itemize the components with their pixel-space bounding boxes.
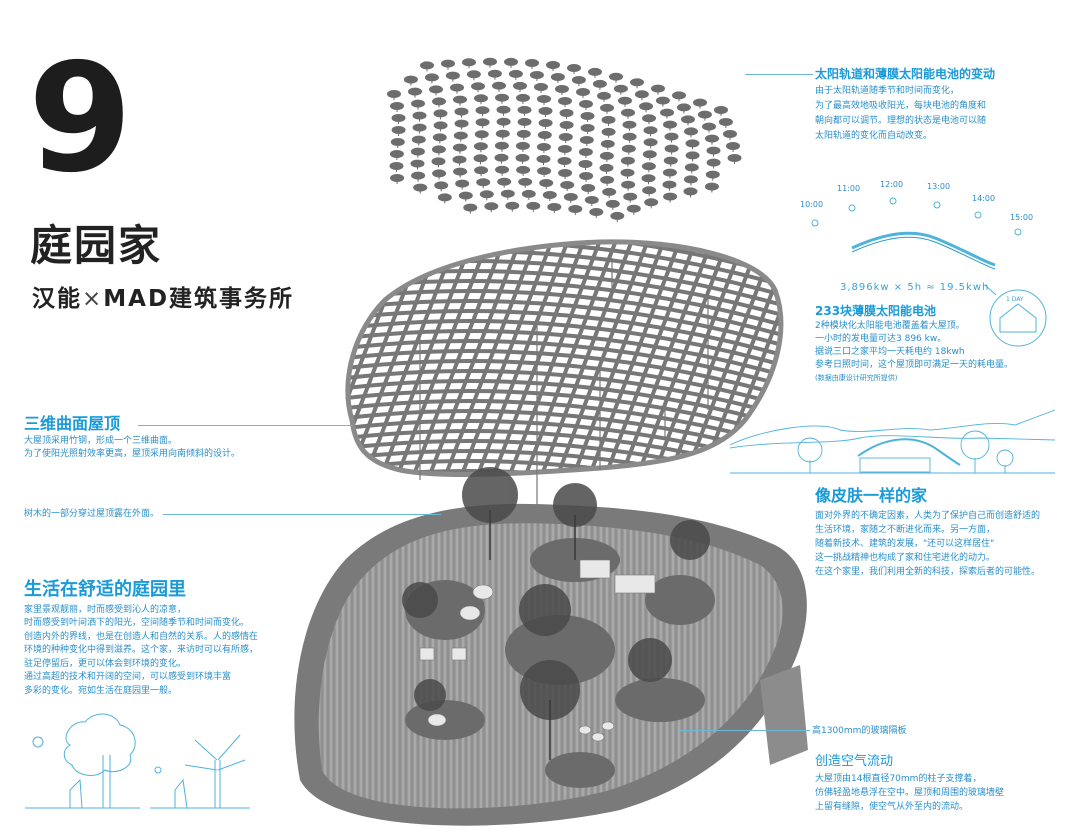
skin-home-heading: 像皮肤一样的家: [815, 486, 928, 505]
page-subtitle: 汉能×MAD建筑事务所: [32, 288, 294, 311]
sun-time-1100: 11:00: [837, 184, 861, 193]
one-day-label: 1 DAY: [1006, 296, 1024, 303]
text-line: 家里景观靓丽，时而感受到沁人的凉意，: [24, 604, 187, 615]
text-line: 随着新技术、建筑的发展，"还可以这样居住": [815, 538, 995, 549]
text-line: 据说三口之家平均一天耗电约 18kwh: [815, 347, 965, 358]
subtitle-brand: 汉能: [32, 286, 82, 312]
text-line: 由于太阳轨道随季节和时间而变化，: [815, 86, 960, 97]
text-line: 为了最高效地吸收阳光，每块电池的角度和: [815, 101, 987, 112]
subtitle-firm: MAD建筑事务所: [103, 286, 295, 312]
curved-roof-heading: 三维曲面屋顶: [24, 414, 121, 433]
page-title: 庭园家: [30, 221, 163, 270]
garden-living-body: 家里景观靓丽，时而感受到沁人的凉意， 时而感受到叶间洒下的阳光，空间随季节和时间…: [24, 604, 314, 699]
curved-roof-block: 三维曲面屋顶 大屋顶采用竹钢，形成一个三维曲面。 为了使阳光照射效率更高，屋顶采…: [24, 415, 344, 461]
subtitle-cross: ×: [82, 286, 104, 312]
text-line: 这一挑战精神也构成了家和住宅进化的动力。: [815, 552, 996, 563]
solar-tracking-body: 由于太阳轨道随季节和时间而变化， 为了最高效地吸收阳光，每块电池的角度和 朝向都…: [815, 84, 1075, 144]
leader-tree-roof: [163, 514, 441, 515]
energy-formula: 3,896kw × 5h ≈ 19.5kwh: [840, 282, 990, 293]
sun-time-1400: 14:00: [972, 194, 996, 203]
text-line: 大屋顶采用竹钢，形成一个三维曲面。: [24, 435, 178, 446]
sun-time-1500: 15:00: [1010, 213, 1034, 222]
page-number: 9: [28, 32, 132, 206]
text-line: 创造内外的界线，也是在创造人和自然的关系。人的感情在: [24, 631, 259, 642]
text-line: 时而感受到叶间洒下的阳光，空间随季节和时间而变化。: [24, 618, 250, 629]
thin-film-body: 2种模块化太阳能电池覆盖着大屋顶。 一小时的发电量可达3 896 kw。 据说三…: [815, 320, 1075, 385]
thin-film-heading: 233块薄膜太阳能电池: [815, 304, 937, 318]
tree-through-roof-label: 树木的一部分穿过屋顶露在外面。: [24, 509, 160, 519]
sun-time-1000: 10:00: [800, 200, 824, 209]
leader-glass-partition: [680, 730, 810, 731]
text-line: 太阳轨道的变化而自动改变。: [815, 131, 933, 142]
solar-tracking-block: 太阳轨道和薄膜太阳能电池的变动 由于太阳轨道随季节和时间而变化， 为了最高效地吸…: [815, 67, 1075, 144]
leader-solar-tracking: [745, 74, 813, 75]
curved-roof-body: 大屋顶采用竹钢，形成一个三维曲面。 为了使阳光照射效率更高，屋顶采用向南倾斜的设…: [24, 435, 344, 461]
text-line: 生活环境，家随之不断进化而来。另一方面，: [815, 524, 996, 535]
text-line: 通过高超的技术和开阔的空间，可以感受到环境丰富: [24, 672, 232, 683]
text-line: 在这个家里，我们利用全新的科技，探索后者的可能性。: [815, 566, 1041, 577]
skin-home-body: 面对外界的不确定因素，人类为了保护自己而创造舒适的 生活环境，家随之不断进化而来…: [815, 509, 1075, 579]
solar-tracking-heading: 太阳轨道和薄膜太阳能电池的变动: [815, 67, 996, 81]
air-flow-heading: 创造空气流动: [815, 754, 894, 769]
text-line: 多彩的变化。宛如生活在庭园里一般。: [24, 685, 178, 696]
garden-living-block: 生活在舒适的庭园里 家里景观靓丽，时而感受到沁人的凉意， 时而感受到叶间洒下的阳…: [24, 580, 314, 698]
sun-time-1200: 12:00: [880, 180, 904, 189]
text-line: 一小时的发电量可达3 896 kw。: [815, 334, 947, 345]
glass-partition-label: 高1300mm的玻璃隔板: [812, 726, 907, 736]
air-flow-body: 大屋顶由14根直径70mm的柱子支撑着， 仿佛轻盈地悬浮在空中。屋顶和周围的玻璃…: [815, 772, 1080, 814]
garden-living-heading: 生活在舒适的庭园里: [24, 579, 186, 600]
text-line: 仿佛轻盈地悬浮在空中。屋顶和周围的玻璃墙壁: [815, 788, 1005, 799]
thin-film-block: 233块薄膜太阳能电池 2种模块化太阳能电池覆盖着大屋顶。 一小时的发电量可达3…: [815, 304, 1075, 385]
text-line: 面对外界的不确定因素，人类为了保护自己而创造舒适的: [815, 510, 1041, 521]
leader-curved-roof: [138, 425, 353, 426]
text-line: 大屋顶由14根直径70mm的柱子支撑着，: [815, 774, 982, 785]
text-line: 朝向都可以调节。理想的状态是电池可以随: [815, 116, 987, 127]
text-line: 2种模块化太阳能电池覆盖着大屋顶。: [815, 321, 965, 332]
air-flow-block: 创造空气流动 大屋顶由14根直径70mm的柱子支撑着， 仿佛轻盈地悬浮在空中。屋…: [815, 754, 1080, 814]
text-line: 上留有缝隙，使空气从外至内的流动。: [815, 802, 969, 813]
sun-time-1300: 13:00: [927, 182, 951, 191]
text-line: 驻足停留后，更可以体会到环境的变化。: [24, 658, 187, 669]
data-source-note: (数据由康设计研究所提供): [815, 374, 898, 383]
text-line: 环境的种种变化中得到滋养。这个家，来访时可以有所感，: [24, 645, 259, 656]
text-line: 参考日照时间，这个屋顶即可满足一天的耗电量。: [815, 360, 1014, 371]
text-line: 为了使阳光照射效率更高，屋顶采用向南倾斜的设计。: [24, 448, 241, 459]
skin-home-block: 像皮肤一样的家 面对外界的不确定因素，人类为了保护自己而创造舒适的 生活环境，家…: [815, 487, 1075, 579]
